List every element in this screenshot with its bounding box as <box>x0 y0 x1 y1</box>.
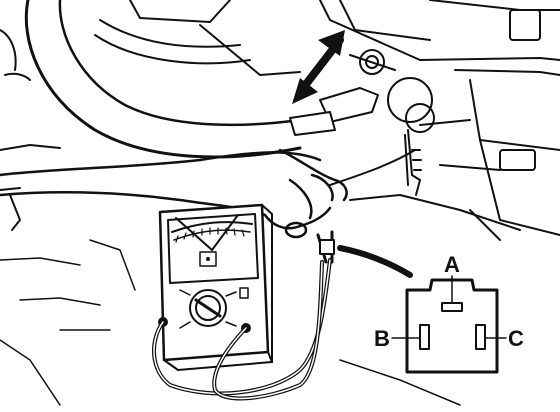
harness-wire <box>329 149 416 278</box>
connector-terminal-c <box>475 324 486 350</box>
rotary-selector-icon <box>179 287 249 329</box>
test-leads <box>151 230 335 401</box>
key-icon <box>387 77 435 196</box>
dashboard-panel <box>319 0 560 241</box>
connector-terminal-b <box>419 324 430 350</box>
connector-label-c: C <box>508 326 524 351</box>
connector-label-b: B <box>374 326 390 351</box>
steering-column <box>0 29 61 231</box>
steering-wheel <box>24 0 302 159</box>
multimeter <box>158 203 273 371</box>
meter-display <box>167 213 259 284</box>
double-headed-arrow-icon <box>292 30 345 104</box>
connector-diagram: A B C <box>374 252 524 374</box>
ignition-switch-body <box>289 49 396 136</box>
connector-label-a: A <box>444 252 460 277</box>
